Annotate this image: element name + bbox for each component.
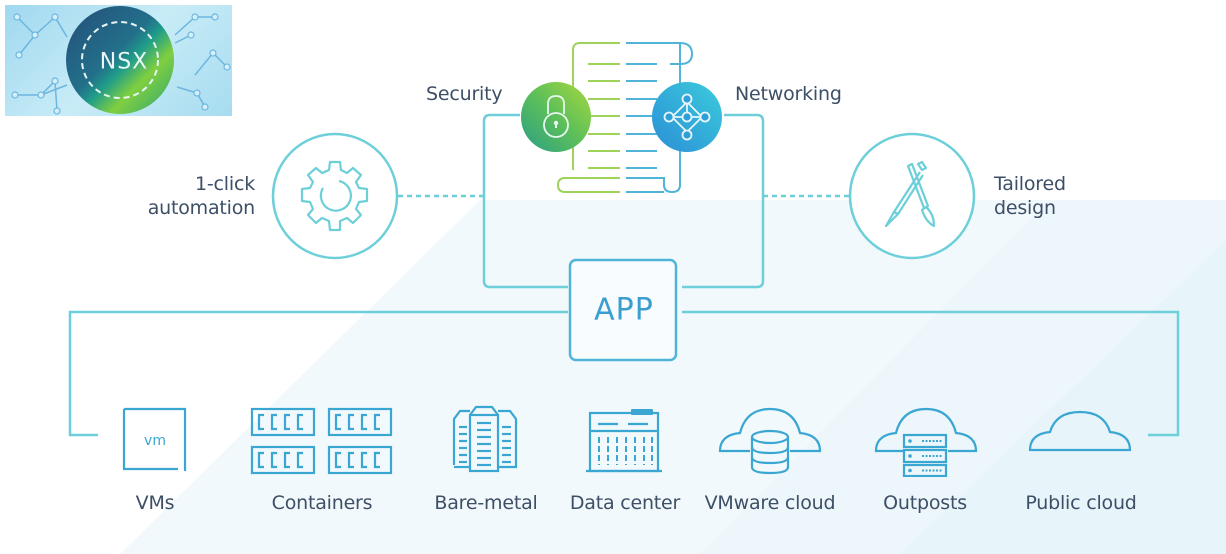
app-label: APP: [594, 292, 654, 328]
design-label-line1: Tailored: [994, 173, 1066, 195]
platforms-right-connector: [682, 310, 1180, 437]
platform-label-vms: VMs: [135, 492, 175, 514]
design-label-line2: design: [994, 197, 1056, 219]
gear-icon: [300, 160, 369, 232]
platform-label-vmware-cloud: VMware cloud: [704, 492, 836, 514]
automation-label-line2: automation: [147, 197, 256, 219]
nsx-logo: NSX: [5, 5, 232, 116]
data-center-icon: [586, 409, 662, 473]
vmware-cloud-icon: [718, 407, 822, 475]
platforms-left-connector: [68, 310, 568, 437]
bare-metal-icon: [452, 405, 518, 473]
networking-label: Networking: [735, 83, 842, 105]
brushes-icon: [884, 160, 936, 228]
automation-circle: [271, 132, 399, 260]
vm-icon-text: vm: [144, 433, 166, 449]
automation-label: 1-click automation: [130, 172, 256, 220]
outposts-icon: [874, 407, 978, 477]
containers-icon: [250, 407, 393, 475]
automation-label-line1: 1-click: [195, 173, 255, 195]
security-label: Security: [426, 83, 503, 105]
lock-icon: [521, 82, 591, 152]
network-topology-icon: [652, 82, 722, 152]
platform-label-data-center: Data center: [569, 492, 681, 514]
platform-label-public-cloud: Public cloud: [1025, 492, 1137, 514]
app-box: [568, 258, 678, 362]
platform-label-outposts: Outposts: [883, 492, 967, 514]
platform-label-bare-metal: Bare-metal: [434, 492, 538, 514]
design-circle: [848, 132, 976, 260]
platform-label-containers: Containers: [271, 492, 373, 514]
nsx-logo-text: NSX: [99, 49, 149, 75]
public-cloud-icon: [1028, 410, 1132, 452]
networking-connector: [682, 113, 765, 289]
network-pattern-icon: [11, 13, 231, 115]
design-label: Tailored design: [994, 172, 1066, 220]
vm-icon: vm: [122, 407, 187, 471]
policy-document-icon: [556, 42, 694, 194]
nsx-badge-icon: [66, 6, 174, 114]
security-connector: [482, 113, 568, 289]
